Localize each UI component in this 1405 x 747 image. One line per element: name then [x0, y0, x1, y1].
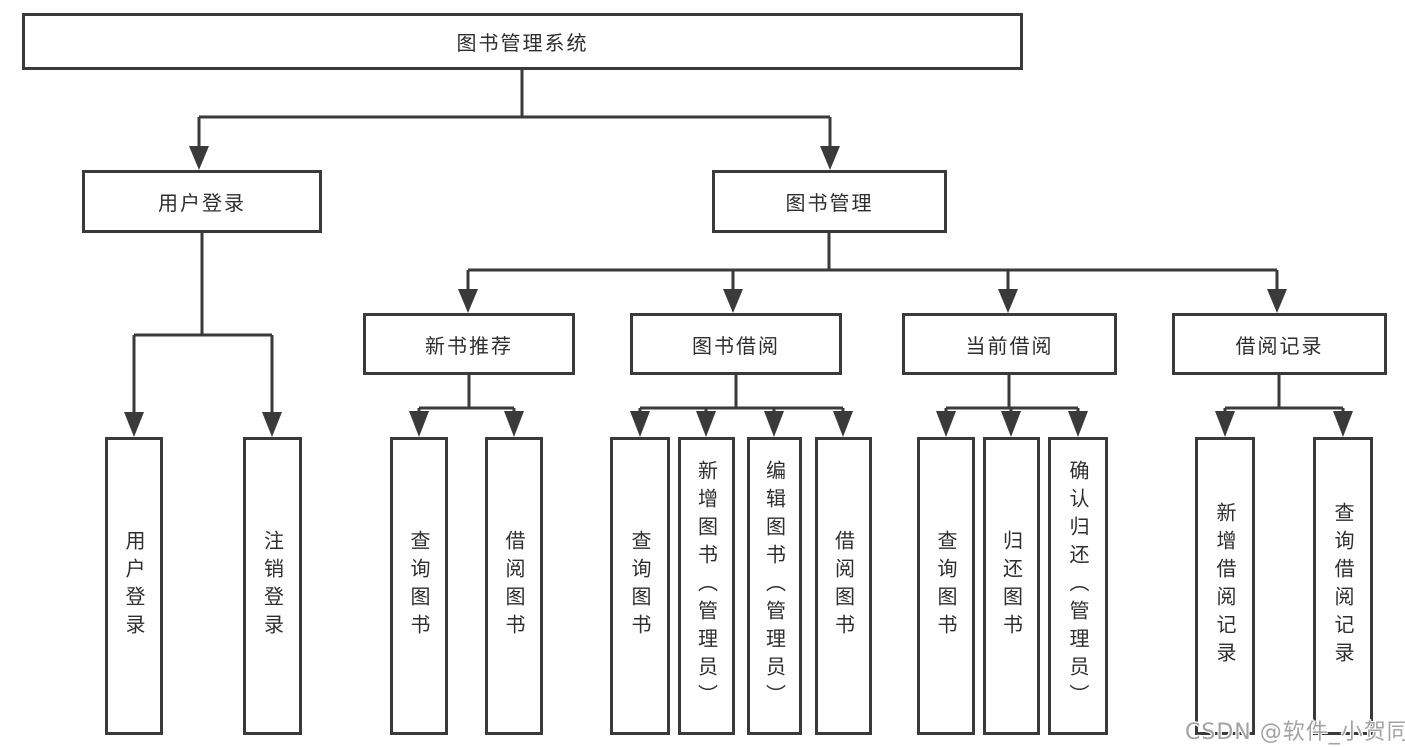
node-label: 用户登录 — [158, 191, 246, 215]
leaf-return-books: 归还图书 — [983, 437, 1040, 735]
leaf-edit-books-admin: 编辑图书（管理员） — [747, 437, 802, 735]
arrow-down-icon — [262, 412, 282, 437]
leaf-borrow-books-recommend: 借阅图书 — [485, 437, 543, 735]
arrow-down-icon — [1267, 289, 1287, 313]
connector-new-book-recommendation-to-leaves — [409, 375, 524, 437]
connector-root-to-level2 — [189, 70, 840, 170]
arrow-down-icon — [124, 412, 144, 437]
node-label: 新增图书（管理员） — [694, 460, 719, 712]
arrow-down-icon — [409, 411, 429, 437]
arrow-down-icon — [504, 411, 524, 437]
node-label: 查询图书 — [407, 530, 431, 642]
node-label: 查询借阅记录 — [1331, 502, 1355, 670]
arrow-down-icon — [764, 411, 784, 437]
arrow-down-icon — [833, 411, 853, 437]
connector-borrowing-records-to-leaves — [1215, 375, 1353, 437]
node-label: 图书管理 — [785, 191, 874, 215]
leaf-user-login: 用户登录 — [105, 437, 163, 735]
arrow-down-icon — [936, 411, 956, 437]
leaf-confirm-return-admin: 确认归还（管理员） — [1048, 437, 1108, 735]
node-label: 新书推荐 — [425, 333, 513, 358]
node-label: 注销登录 — [260, 530, 285, 642]
node-book-management: 图书管理 — [712, 170, 947, 233]
node-label: 查询图书 — [934, 530, 958, 642]
leaf-query-books-recommend: 查询图书 — [390, 437, 448, 735]
connector-user-login-to-leaves — [124, 233, 282, 437]
node-label: 归还图书 — [999, 530, 1024, 642]
node-current-borrowing: 当前借阅 — [902, 313, 1117, 375]
csdn-watermark: CSDN @软件_小贺同学 — [1185, 720, 1405, 745]
node-label: 新增借阅记录 — [1213, 502, 1237, 670]
leaf-logout-login: 注销登录 — [243, 437, 302, 735]
leaf-query-books-borrow: 查询图书 — [610, 437, 670, 735]
arrow-down-icon — [458, 289, 478, 313]
arrow-down-icon — [723, 289, 743, 313]
node-user-login: 用户登录 — [82, 170, 322, 233]
node-label: 编辑图书（管理员） — [762, 460, 787, 712]
node-new-book-recommendation: 新书推荐 — [363, 313, 575, 375]
node-label: 借阅图书 — [502, 530, 526, 642]
arrow-down-icon — [820, 146, 840, 170]
leaf-query-books-current: 查询图书 — [917, 437, 975, 735]
node-system-root: 图书管理系统 — [22, 13, 1023, 70]
arrow-down-icon — [1333, 411, 1353, 437]
arrow-down-icon — [189, 146, 209, 170]
node-label: 图书管理系统 — [456, 31, 589, 55]
node-borrowing-records: 借阅记录 — [1172, 313, 1387, 375]
node-label: 借阅图书 — [831, 530, 856, 642]
leaf-add-books-admin: 新增图书（管理员） — [678, 437, 735, 735]
connector-book-management-to-level3 — [458, 233, 1287, 313]
arrow-down-icon — [630, 411, 650, 437]
node-label: 确认归还（管理员） — [1066, 460, 1090, 712]
arrow-down-icon — [1215, 411, 1235, 437]
node-label: 查询图书 — [628, 530, 652, 642]
connector-book-borrowing-to-leaves — [630, 375, 853, 437]
leaf-query-borrow-record: 查询借阅记录 — [1313, 437, 1373, 735]
leaf-add-borrow-record: 新增借阅记录 — [1195, 437, 1255, 735]
connector-current-borrowing-to-leaves — [936, 375, 1088, 437]
node-book-borrowing: 图书借阅 — [630, 313, 842, 375]
node-label: 图书借阅 — [692, 333, 780, 358]
arrow-down-icon — [1068, 411, 1088, 437]
node-label: 用户登录 — [122, 530, 146, 642]
node-label: 当前借阅 — [965, 333, 1054, 358]
arrow-down-icon — [1001, 411, 1021, 437]
arrow-down-icon — [696, 411, 716, 437]
leaf-borrow-books: 借阅图书 — [815, 437, 872, 735]
arrow-down-icon — [998, 289, 1018, 313]
node-label: 借阅记录 — [1235, 333, 1324, 358]
